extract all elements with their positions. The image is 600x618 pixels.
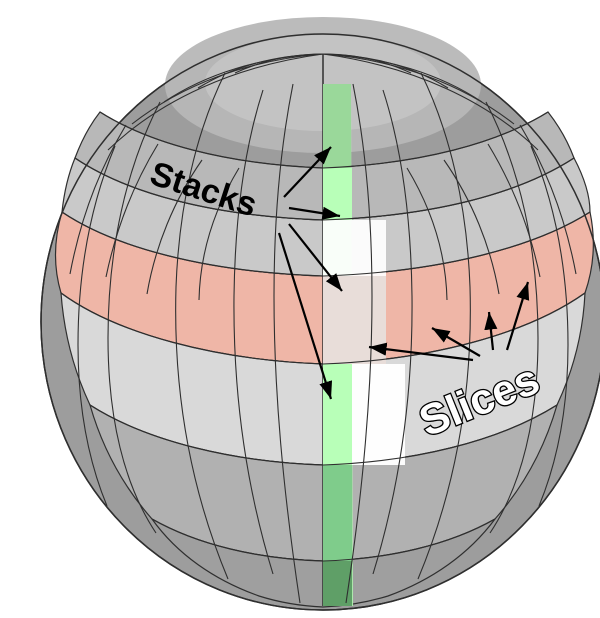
slice-center-cell	[323, 276, 386, 364]
slices-arrow-2	[431, 327, 481, 357]
sphere-border	[40, 33, 600, 611]
sphere-mesh	[40, 17, 600, 611]
stacks-strip-bottom	[323, 465, 352, 561]
slices-arrow-1	[368, 342, 474, 362]
annotation-arrows	[277, 146, 530, 400]
stacks-arrow-3	[288, 223, 343, 292]
slices-arrow-3	[484, 311, 498, 351]
stacks-arrow-1	[283, 146, 332, 198]
stacks-strip-upper	[323, 168, 352, 220]
stacks-arrow-2	[288, 206, 341, 220]
white-cell-1	[323, 220, 386, 276]
stacks-strip-top	[323, 84, 351, 168]
stacks-strip-base	[323, 561, 352, 606]
stacks-strip-lower	[323, 364, 352, 465]
slices-arrow-4	[505, 281, 530, 351]
mesh-lines	[60, 53, 591, 604]
stacks-arrow-4	[277, 232, 333, 400]
